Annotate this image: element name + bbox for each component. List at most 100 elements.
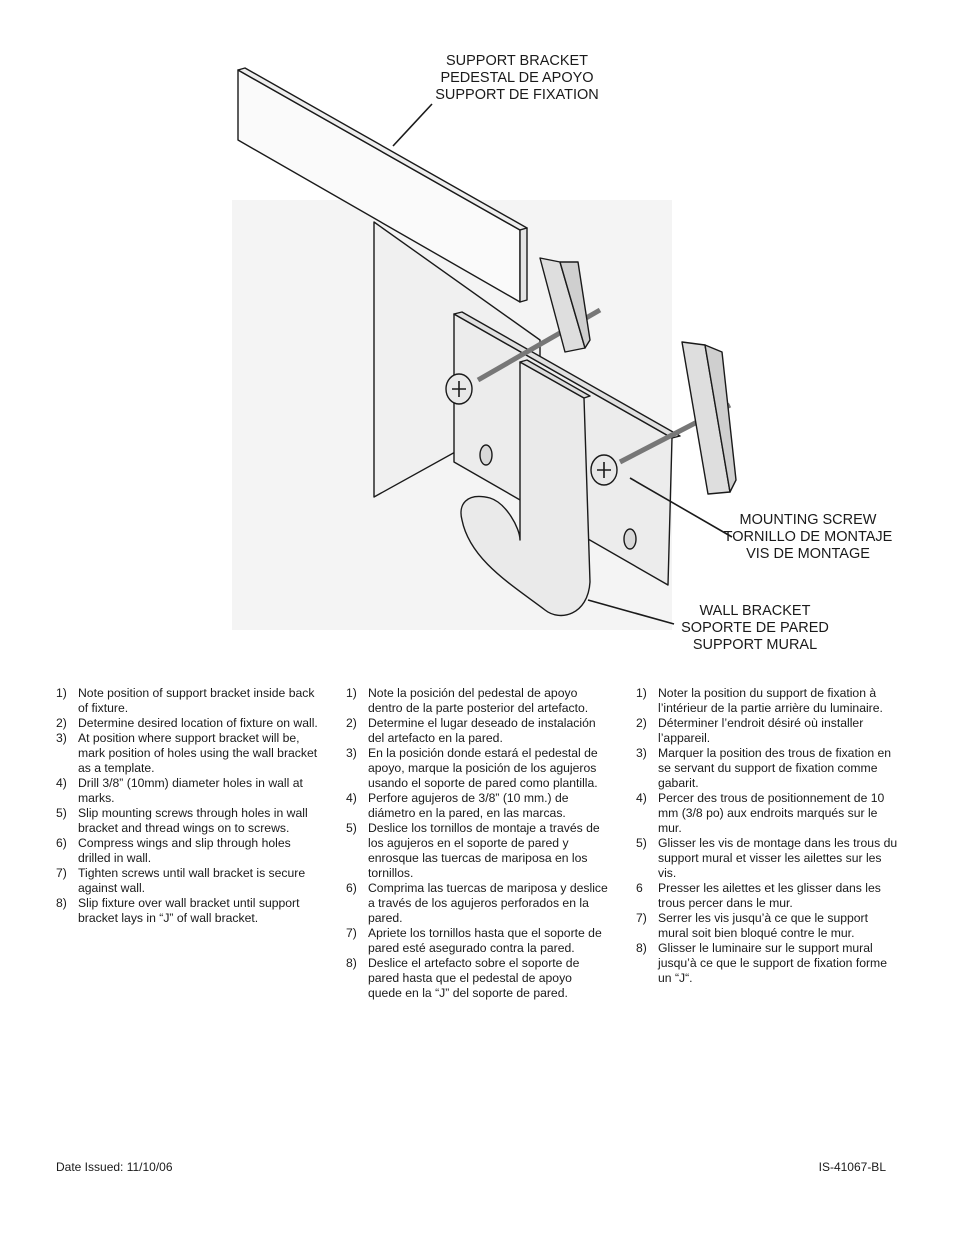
instruction-step: 7) Tighten screws until wall bracket is s…: [56, 866, 318, 896]
step-text: En la posición donde estará el pedestal …: [368, 746, 598, 790]
bracket-illustration: [232, 67, 737, 630]
callout-en: WALL BRACKET: [699, 603, 811, 619]
step-number: 3): [56, 731, 67, 745]
step-text: Deslice los tornillos de montaje a travé…: [368, 821, 600, 880]
instruction-step: 4) Percer des trous de positionnement de …: [636, 791, 898, 836]
instruction-step: 2) Déterminer l’endroit désiré où install…: [636, 716, 898, 746]
instruction-step: 1) Note la posición del pedestal de apoyo…: [346, 686, 608, 716]
leader-screw: [629, 477, 733, 538]
callout-es: TORNILLO DE MONTAJE: [723, 529, 893, 545]
step-number: 2): [346, 716, 357, 730]
step-number: 7): [346, 926, 357, 940]
step-number: 4): [56, 776, 67, 790]
plate-hole-left: [479, 444, 493, 466]
callout-support-bracket: SUPPORT BRACKET PEDESTAL DE APOYO SUPPOR…: [417, 53, 617, 104]
step-number: 5): [346, 821, 357, 835]
step-text: Note la posición del pedestal de apoyo d…: [368, 686, 589, 715]
step-number: 2): [636, 716, 647, 730]
step-number: 8): [636, 941, 647, 955]
date-issued: Date Issued: 11/10/06: [56, 1160, 173, 1174]
instruction-step: 5) Deslice los tornillos de montaje a tra…: [346, 821, 608, 881]
step-text: Serrer les vis jusqu’à ce que le support…: [658, 911, 869, 940]
instruction-step: 5) Glisser les vis de montage dans les tr…: [636, 836, 898, 881]
instruction-step: 8) Deslice el artefacto sobre el soporte …: [346, 956, 608, 1001]
callout-mounting-screw: MOUNTING SCREW TORNILLO DE MONTAJE VIS D…: [722, 512, 894, 563]
step-text: Comprima las tuercas de mariposa y desli…: [368, 881, 608, 925]
callout-es: PEDESTAL DE APOYO: [440, 70, 594, 86]
callout-wall-bracket: WALL BRACKET SOPORTE DE PARED SUPPORT MU…: [676, 603, 834, 654]
instruction-step: 1) Note position of support bracket insid…: [56, 686, 318, 716]
support-bar-side: [519, 227, 528, 303]
instruction-step: 3) At position where support bracket will…: [56, 731, 318, 776]
leader-support: [392, 103, 433, 147]
instruction-step: 6 Presser les ailettes et les glisser dan…: [636, 881, 898, 911]
step-text: Drill 3/8” (10mm) diameter holes in wall…: [78, 776, 303, 805]
step-number: 8): [56, 896, 67, 910]
step-text: At position where support bracket will b…: [78, 731, 318, 775]
step-number: 5): [56, 806, 67, 820]
step-number: 6): [346, 881, 357, 895]
toggle-wing-2b: [704, 344, 737, 493]
document-code: IS-41067-BL: [818, 1160, 886, 1174]
instruction-step: 4) Drill 3/8” (10mm) diameter holes in wa…: [56, 776, 318, 806]
callout-fr: VIS DE MONTAGE: [746, 546, 870, 562]
instruction-step: 2) Determine desired location of fixture …: [56, 716, 318, 731]
step-text: Perfore agujeros de 3/8” (10 mm.) de diá…: [368, 791, 569, 820]
step-number: 8): [346, 956, 357, 970]
step-text: Marquer la position des trous de fixatio…: [658, 746, 892, 790]
j-hook-top: [519, 359, 591, 399]
step-text: Tighten screws until wall bracket is sec…: [78, 866, 306, 895]
instruction-step: 7) Apriete los tornillos hasta que el sop…: [346, 926, 608, 956]
step-text: Glisser les vis de montage dans les trou…: [658, 836, 898, 880]
step-number: 4): [636, 791, 647, 805]
step-number: 3): [346, 746, 357, 760]
step-number: 1): [346, 686, 357, 700]
instruction-step: 3) Marquer la position des trous de fixat…: [636, 746, 898, 791]
instruction-step: 6) Comprima las tuercas de mariposa y des…: [346, 881, 608, 926]
step-number: 3): [636, 746, 647, 760]
j-hook: [460, 361, 591, 617]
screw-slot-1: [452, 381, 466, 397]
installation-diagram: SUPPORT BRACKET PEDESTAL DE APOYO SUPPOR…: [232, 53, 894, 654]
leader-wall: [587, 599, 675, 625]
screw-slot-2: [597, 462, 611, 478]
callout-fr: SUPPORT MURAL: [692, 637, 818, 653]
step-text: Noter la position du support de fixation…: [658, 686, 883, 715]
instruction-step: 8) Glisser le luminaire sur le support mu…: [636, 941, 898, 986]
instruction-step: 6) Compress wings and slip through holes …: [56, 836, 318, 866]
instructions-english: 1) Note position of support bracket insid…: [56, 686, 318, 926]
step-number: 6): [56, 836, 67, 850]
wall-bracket-plate-edge: [453, 311, 681, 439]
callout-en: SUPPORT BRACKET: [445, 53, 589, 69]
step-number: 2): [56, 716, 67, 730]
toggle-wing-1b: [559, 261, 591, 349]
instruction-step: 8) Slip fixture over wall bracket until s…: [56, 896, 318, 926]
step-number: 1): [636, 686, 647, 700]
step-number: 6: [636, 881, 643, 895]
step-text: Glisser le luminaire sur le support mura…: [658, 941, 887, 985]
instruction-step: 2) Determine el lugar deseado de instalac…: [346, 716, 608, 746]
step-text: Percer des trous de positionnement de 10…: [658, 791, 885, 835]
instructions-french: 1) Noter la position du support de fixati…: [636, 686, 898, 986]
callout-fr: SUPPORT DE FIXATION: [435, 87, 599, 103]
step-text: Slip mounting screws through holes in wa…: [78, 806, 308, 835]
step-number: 7): [56, 866, 67, 880]
step-number: 1): [56, 686, 67, 700]
step-text: Determine el lugar deseado de instalació…: [368, 716, 596, 745]
step-text: Note position of support bracket inside …: [78, 686, 315, 715]
instruction-step: 1) Noter la position du support de fixati…: [636, 686, 898, 716]
instruction-step: 3) En la posición donde estará el pedesta…: [346, 746, 608, 791]
step-number: 4): [346, 791, 357, 805]
step-number: 7): [636, 911, 647, 925]
step-text: Compress wings and slip through holes dr…: [78, 836, 291, 865]
instruction-step: 7) Serrer les vis jusqu’à ce que le suppo…: [636, 911, 898, 941]
step-text: Déterminer l’endroit désiré où installer…: [658, 716, 864, 745]
step-text: Slip fixture over wall bracket until sup…: [78, 896, 300, 925]
step-text: Deslice el artefacto sobre el soporte de…: [368, 956, 580, 1000]
instructions-spanish: 1) Note la posición del pedestal de apoyo…: [346, 686, 608, 1001]
step-number: 5): [636, 836, 647, 850]
callout-es: SOPORTE DE PARED: [681, 620, 829, 636]
step-text: Apriete los tornillos hasta que el sopor…: [368, 926, 602, 955]
step-text: Determine desired location of fixture on…: [78, 716, 318, 730]
step-text: Presser les ailettes et les glisser dans…: [658, 881, 881, 910]
